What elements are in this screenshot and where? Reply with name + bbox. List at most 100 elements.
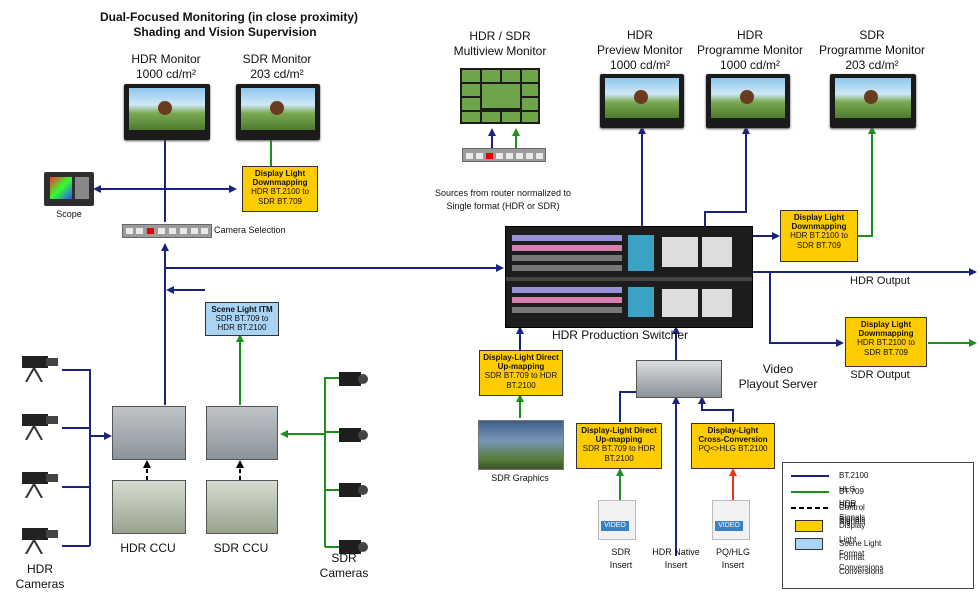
scene-itm-box: Scene Light ITM SDR BT.709 to HDR BT.210…: [205, 302, 279, 336]
hdr-camera-icon-3: [18, 466, 60, 499]
hdr-monitor: [124, 84, 210, 140]
upmap-insert-box: Display-Light Direct Up-mapping SDR BT.7…: [576, 423, 662, 469]
hdr-programme-line1: HDR: [737, 28, 763, 42]
upmap-insert-body: SDR BT.709 to HDR BT.2100: [582, 444, 656, 463]
router-selection-panel: [462, 148, 546, 162]
camera-selection-label: Camera Selection: [214, 225, 286, 235]
downmap-monitor-box: Display Light Downmapping HDR BT.2100 to…: [242, 166, 318, 212]
wire-hdr-cameras: [62, 369, 110, 547]
cross-conversion-title: Display-Light Cross-Conversion: [698, 426, 768, 445]
legend-label-sdr: BT.709 SDR Signals: [839, 487, 866, 524]
hdr-ccu-label: HDR CCU: [120, 541, 176, 555]
sdr-insert-label-1: SDR: [611, 547, 631, 557]
downmap-monitor-body: HDR BT.2100 to SDR BT.709: [251, 187, 309, 206]
hdr-monitor-spec: 1000 cd/m²: [135, 67, 197, 81]
hdr-native-label-2: Insert: [664, 560, 688, 570]
sdr-insert-label-2: Insert: [609, 560, 633, 570]
downmap-output-body: HDR BT.2100 to SDR BT.709: [857, 338, 915, 357]
downmap-programme-box: Display Light Downmapping HDR BT.2100 to…: [780, 210, 858, 262]
upmap-graphics-box: Display-Light Direct Up-mapping SDR BT.7…: [479, 350, 563, 396]
router-sources-line2: Single format (HDR or SDR): [446, 201, 560, 211]
hdr-cameras-label-2: Cameras: [15, 577, 65, 591]
sdr-programme-line1: SDR: [859, 28, 885, 42]
legend-swatch-display: [795, 520, 823, 532]
cross-conversion-body: PQ<>HLG BT.2100: [698, 444, 768, 454]
sdr-output-label: SDR Output: [850, 369, 910, 381]
pq-hlg-video-badge: VIDEO: [715, 521, 743, 531]
wire-cross-to-playout: [698, 396, 734, 422]
hdr-programme-line2: Programme Monitor: [696, 43, 804, 57]
diagram-title-line2: Shading and Vision Supervision: [133, 25, 317, 39]
sdr-insert-video-badge: VIDEO: [601, 521, 629, 531]
upmap-graphics-title: Display-Light Direct Up-mapping: [483, 353, 559, 372]
sdr-ccu-rack: [206, 406, 278, 460]
sdr-camera-icon-1: [333, 366, 369, 392]
playout-server: [636, 360, 722, 398]
hdr-cameras-label-1: HDR: [27, 562, 53, 576]
hdr-camera-icon-1: [18, 350, 60, 383]
downmap-output-box: Display Light Downmapping HDR BT.2100 to…: [845, 317, 927, 367]
sdr-camera-icon-2: [333, 422, 369, 448]
sdr-monitor: [236, 84, 320, 140]
wire-sdr-cameras: [282, 377, 345, 548]
hdr-preview-monitor: [600, 74, 684, 128]
scope-label: Scope: [56, 209, 82, 219]
hdr-camera-icon-4: [18, 522, 60, 555]
hdr-programme-monitor: [706, 74, 790, 128]
hdr-production-switcher: [505, 226, 753, 328]
playout-line2: Playout Server: [738, 377, 818, 391]
sdr-graphics-image: [478, 420, 564, 470]
legend-swatch-control: [791, 507, 829, 509]
pq-hlg-file-icon: VIDEO: [712, 500, 750, 540]
wire-downmap-to-sdr-prog: [858, 126, 876, 237]
hdr-monitor-name: HDR Monitor: [131, 52, 201, 66]
sdr-ccu-label: SDR CCU: [213, 541, 269, 555]
multiview-line2: Multiview Monitor: [453, 44, 547, 58]
legend-label-scene: Scene Light Format Conversions: [839, 539, 884, 576]
downmap-programme-body: HDR BT.2100 to SDR BT.709: [790, 231, 848, 250]
scene-itm-title: Scene Light ITM: [211, 305, 273, 314]
legend-swatch-sdr: [791, 491, 829, 493]
sdr-programme-monitor: [830, 74, 916, 128]
hdr-native-label-1: HDR Native: [652, 547, 700, 557]
hdr-preview-line1: HDR: [627, 28, 653, 42]
sdr-monitor-spec: 203 cd/m²: [250, 67, 304, 81]
legend: BT.2100 HLG HDR Signals BT.709 SDR Signa…: [782, 462, 974, 589]
playout-line1: Video: [762, 362, 794, 376]
switcher-label: HDR Production Switcher: [551, 328, 689, 342]
sdr-ccu-panel: [206, 480, 278, 534]
wire-to-programme: [704, 126, 750, 228]
upmap-insert-title: Display-Light Direct Up-mapping: [581, 426, 657, 445]
legend-label-hdr: BT.2100 HLG HDR Signals: [839, 471, 869, 522]
downmap-monitor-title: Display Light Downmapping: [252, 169, 308, 188]
sdr-insert-file-icon: VIDEO: [598, 500, 636, 540]
downmap-output-title: Display Light Downmapping: [858, 320, 914, 339]
hdr-ccu-rack: [112, 406, 186, 460]
hdr-programme-spec: 1000 cd/m²: [719, 58, 781, 72]
sdr-camera-icon-3: [333, 477, 369, 503]
sdr-programme-spec: 203 cd/m²: [845, 58, 899, 72]
scene-itm-body: SDR BT.709 to HDR BT.2100: [215, 314, 269, 333]
scope-device: [44, 172, 94, 206]
upmap-graphics-body: SDR BT.709 to HDR BT.2100: [484, 371, 558, 390]
pq-hlg-label-2: Insert: [721, 560, 745, 570]
hdr-preview-spec: 1000 cd/m²: [609, 58, 671, 72]
sdr-programme-line2: Programme Monitor: [818, 43, 926, 57]
diagram-title-line1: Dual-Focused Monitoring (in close proxim…: [100, 10, 359, 24]
cross-conversion-box: Display-Light Cross-Conversion PQ<>HLG B…: [691, 423, 775, 469]
legend-label-control: Control Signals: [839, 503, 866, 526]
hdr-output-label: HDR Output: [850, 275, 910, 287]
multiview-monitor: [460, 68, 540, 124]
sdr-cameras-label-2: Cameras: [319, 566, 369, 580]
legend-label-display: Display Light Format Conversions: [839, 521, 884, 572]
hdr-camera-icon-2: [18, 408, 60, 441]
sdr-monitor-name: SDR Monitor: [242, 52, 312, 66]
wire-to-downmap-out: [769, 272, 844, 347]
hdr-preview-line2: Preview Monitor: [596, 43, 684, 57]
legend-swatch-scene: [795, 538, 823, 550]
multiview-line1: HDR / SDR: [469, 29, 531, 43]
legend-swatch-hdr: [791, 475, 829, 477]
sdr-camera-icon-4: [333, 534, 369, 560]
